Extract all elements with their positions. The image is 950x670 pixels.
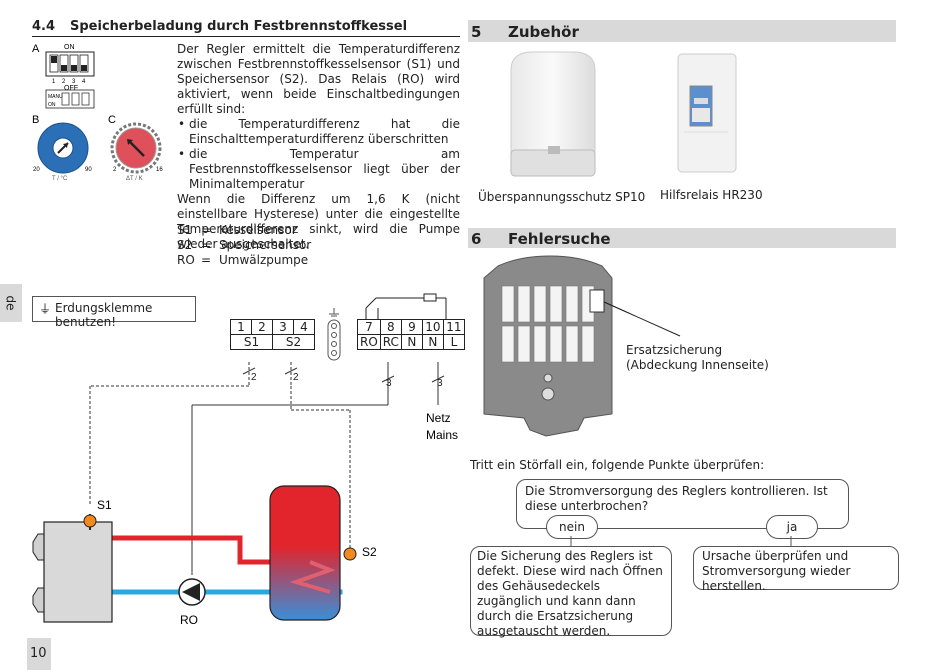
wire-count: 3: [386, 378, 392, 389]
sensor-s2-label: S2: [362, 545, 377, 559]
heat-exchanger-coil: [289, 560, 336, 594]
legend: S1=Kesselsensor S2=Speichersensor RO=Umw…: [177, 223, 311, 268]
page-number-tab: 10: [27, 638, 51, 670]
section-6-header: 6 Fehlersuche: [468, 228, 896, 248]
question-text: Die Stromversorgung des Reglers kontroll…: [525, 484, 828, 513]
dt-max-label: 16: [156, 167, 163, 173]
hr230-image: [677, 53, 737, 173]
fig-label-c: C: [108, 114, 116, 126]
sensor-terminals: 1 2 3 4 S1 S2: [230, 319, 315, 350]
controller-housing-image: [483, 255, 630, 437]
no-answer-box: Die Sicherung des Reglers ist defekt. Di…: [470, 546, 672, 638]
sensor-s2-icon: [343, 547, 357, 561]
terminal-label-n: N: [421, 334, 444, 350]
fuse-icon: [423, 293, 437, 302]
sensor-s1-label: S1: [97, 498, 112, 512]
page-number: 10: [30, 646, 47, 661]
relay-symbol: [365, 293, 447, 319]
terminal-label-l: L: [442, 334, 465, 350]
spare-fuse-slot: [589, 289, 605, 313]
manu-label: MANU: [48, 94, 63, 100]
solid-fuel-boiler: [32, 514, 113, 623]
relay-terminals: 7 8 9 10 11 RO RC N N L: [357, 319, 465, 350]
t-unit-label: T / °C: [52, 176, 68, 182]
accessory-label-sp10: Überspannungsschutz SP10: [478, 190, 646, 204]
dip-num-3: 3: [72, 79, 76, 85]
dip-on-label: ON: [64, 44, 75, 51]
dip-num-1: 1: [52, 79, 56, 85]
language-tab: de: [0, 284, 22, 322]
earth-terminal-icon: [327, 308, 341, 361]
pump-label: RO: [180, 613, 198, 627]
terminal-label-s2: S2: [272, 334, 315, 350]
fig-label-b: B: [32, 114, 39, 126]
manu-on-label: ON: [48, 102, 56, 108]
section-5-number: 5: [471, 23, 482, 41]
t-min-label: 20: [33, 167, 40, 173]
section-5-title: Zubehör: [508, 23, 579, 41]
section-4-4-body: Der Regler ermittelt die Temperaturdiffe…: [177, 42, 460, 252]
section-4-4-number: 4.4: [32, 19, 56, 34]
no-answer-text: Die Sicherung des Reglers ist defekt. Di…: [477, 549, 663, 638]
legend-row: S2=Speichersensor: [177, 238, 312, 252]
dip-num-4: 4: [82, 79, 86, 85]
section-5-header: 5 Zubehör: [468, 20, 896, 42]
wire-count: 3: [437, 378, 443, 389]
section-rule: [32, 36, 460, 37]
wire-count: 2: [293, 372, 299, 383]
t-max-label: 90: [85, 167, 92, 173]
yes-answer-box: Ursache überprüfen und Stromversorgung w…: [693, 546, 899, 593]
earth-note-text: Erdungsklemme benutzen!: [55, 301, 153, 329]
wiring-diagram: 2 2 3 3 Netz Mains S1 S2 RO: [32, 293, 458, 627]
wire-count: 2: [251, 372, 257, 383]
body-outro: Wenn die Differenz um 1,6 K (nicht einst…: [177, 192, 460, 251]
terminal-label-ro: RO: [357, 334, 381, 350]
section-6-title: Fehlersuche: [508, 230, 611, 248]
condition-item: die Temperaturdifferenz hat die Einschal…: [178, 117, 460, 147]
sensor-s1-icon: [83, 514, 97, 528]
yes-answer-text: Ursache überprüfen und Stromversorgung w…: [702, 549, 851, 593]
terminal-label-rc: RC: [379, 334, 402, 350]
controller-settings-figure: A ON 1 2 3 4 OFF MANU ON B C 20 90 T / °…: [32, 43, 163, 182]
section-6-number: 6: [471, 230, 482, 248]
section-4-4-title: Speicherbeladung durch Festbrennstoffkes…: [70, 19, 408, 34]
dip-off-label: OFF: [64, 85, 78, 92]
sp10-image: [510, 51, 596, 177]
terminal-label-n: N: [400, 334, 423, 350]
fuse-leader-line: [604, 302, 681, 337]
legend-row: RO=Umwälzpumpe: [177, 253, 309, 267]
mains-label-de: Netz: [426, 411, 451, 425]
no-branch-label: nein: [546, 515, 598, 539]
dt-unit-label: ΔT / K: [126, 176, 143, 182]
accessory-label-hr230: Hilfsrelais HR230: [660, 188, 763, 202]
condition-list: die Temperaturdifferenz hat die Einschal…: [177, 117, 460, 192]
dt-min-label: 2: [113, 167, 117, 173]
earth-icon: ⏚: [39, 302, 52, 316]
condition-item: die Temperatur am Festbrennstoffkesselse…: [178, 147, 460, 192]
terminal-4: 4: [293, 319, 315, 335]
yes-branch-label: ja: [766, 515, 818, 539]
fig-label-a: A: [32, 43, 40, 55]
fuse-label-1: Ersatzsicherung: [626, 343, 723, 357]
legend-row: S1=Kesselsensor: [177, 223, 297, 237]
troubleshooting-intro: Tritt ein Störfall ein, folgende Punkte …: [470, 458, 765, 472]
earth-note-box: ⏚ Erdungsklemme benutzen!: [32, 296, 196, 329]
mains-label-en: Mains: [426, 428, 458, 442]
storage-tank: [269, 485, 341, 621]
body-intro: Der Regler ermittelt die Temperaturdiffe…: [177, 42, 460, 116]
fuse-label-2: (Abdeckung Innenseite): [626, 358, 769, 372]
dip-num-2: 2: [62, 79, 66, 85]
